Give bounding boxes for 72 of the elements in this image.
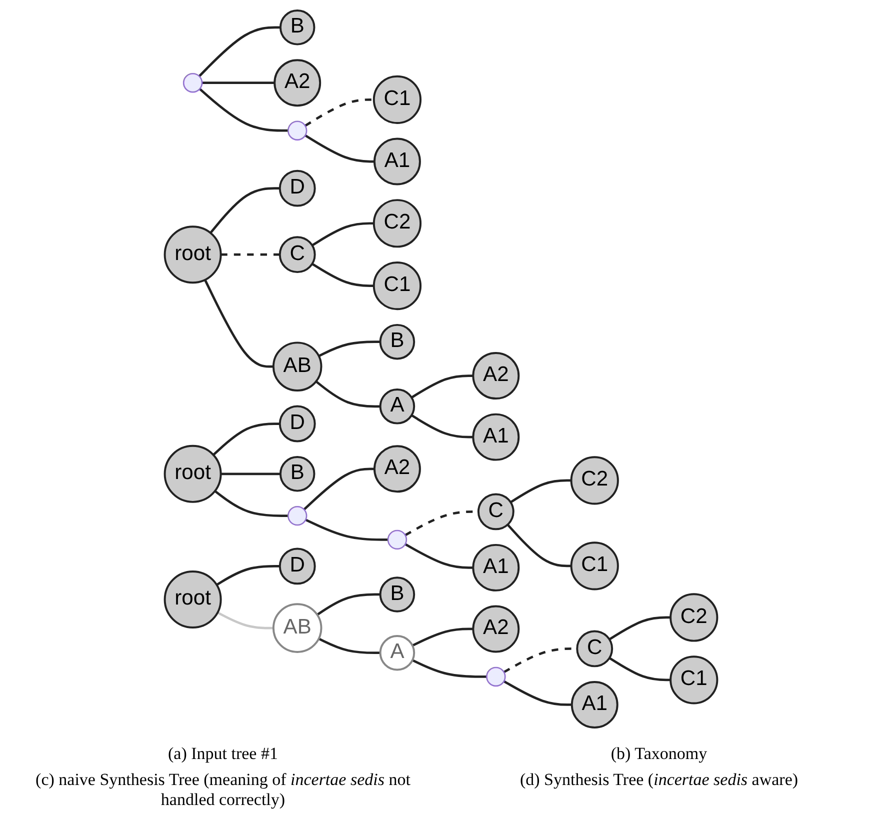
connector <box>404 543 474 569</box>
node-circle: AB <box>272 342 322 392</box>
connector <box>316 593 380 616</box>
connector <box>217 611 274 630</box>
node-circle <box>182 72 203 93</box>
node-circle: B <box>279 10 316 46</box>
node-circle <box>287 506 308 526</box>
connector <box>312 262 374 287</box>
node-circle: B <box>379 576 416 612</box>
node-circle: root <box>164 226 222 284</box>
node-circle <box>387 530 408 550</box>
connector <box>318 638 380 654</box>
node-circle: C <box>576 630 614 668</box>
connector <box>216 565 280 586</box>
node-circle: D <box>278 170 316 207</box>
connector <box>220 472 280 476</box>
connector <box>212 422 280 456</box>
node-circle <box>287 120 308 140</box>
node-circle: A <box>379 634 416 671</box>
connector <box>410 414 474 438</box>
node-circle <box>486 666 506 687</box>
connector <box>503 680 572 706</box>
connector <box>304 134 374 163</box>
node-circle: A1 <box>570 681 618 728</box>
figure-caption: (a) Input tree #1 <box>167 744 279 764</box>
node-circle: C1 <box>570 542 619 590</box>
node-circle: D <box>278 405 316 442</box>
connector <box>315 380 380 408</box>
connector <box>204 279 274 368</box>
node-circle: A2 <box>373 445 421 493</box>
node-circle: A1 <box>472 544 520 592</box>
connector <box>304 98 374 127</box>
connector <box>214 490 288 517</box>
node-circle: C1 <box>670 656 718 704</box>
figure-caption: (c) naive Synthesis Tree (meaning of incertae sedis not handled correctly) <box>34 770 412 810</box>
node-circle: A2 <box>472 352 520 400</box>
connector <box>312 222 374 246</box>
node-circle: A2 <box>274 59 322 107</box>
connector <box>506 524 572 568</box>
node-circle: B <box>379 324 416 360</box>
figure-caption: (b) Taxonomy <box>610 744 708 764</box>
node-circle: D <box>278 548 316 585</box>
connector <box>608 616 671 640</box>
node-circle: C <box>278 236 316 274</box>
node-circle: B <box>279 456 316 492</box>
connector <box>412 628 474 647</box>
node-circle: C1 <box>372 75 422 124</box>
node-circle: C <box>477 493 514 530</box>
connector <box>510 479 572 504</box>
connector <box>202 82 275 84</box>
figure-caption: (d) Synthesis Tree (incertae sedis aware) <box>518 770 800 791</box>
connector <box>410 374 474 399</box>
node-circle: root <box>164 570 222 628</box>
connector <box>210 187 280 234</box>
connector <box>220 253 280 256</box>
node-circle: A <box>379 388 416 424</box>
node-circle: A2 <box>472 605 520 653</box>
node-circle: C2 <box>670 593 718 642</box>
connector <box>198 26 280 78</box>
node-circle: AB <box>272 603 322 653</box>
node-circle: root <box>164 444 222 503</box>
connector <box>608 657 671 682</box>
connector <box>198 88 288 132</box>
node-circle: C1 <box>372 262 422 310</box>
connector <box>412 659 487 678</box>
connector <box>318 340 380 358</box>
connector <box>305 518 388 541</box>
node-circle: A1 <box>472 413 520 461</box>
node-circle: C2 <box>570 456 619 505</box>
node-circle: C2 <box>372 199 422 248</box>
node-circle: A1 <box>373 138 421 186</box>
connector <box>303 468 374 510</box>
